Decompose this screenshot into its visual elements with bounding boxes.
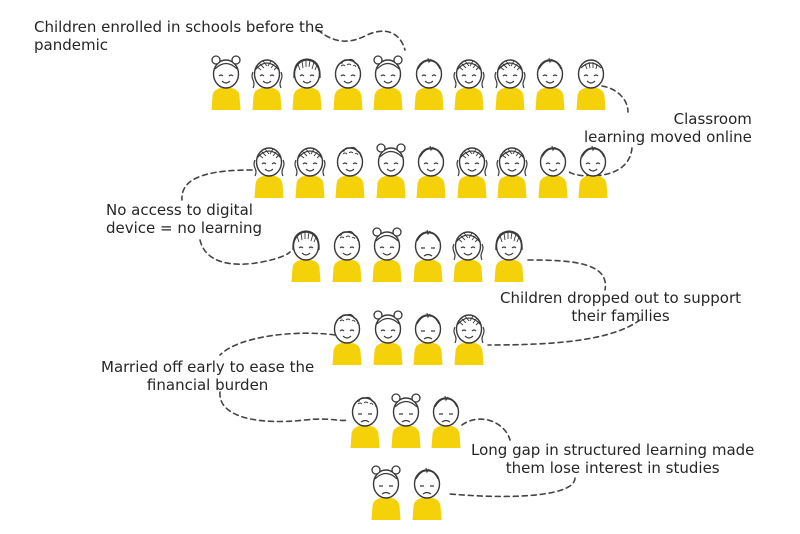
child-figure	[330, 52, 366, 110]
dashed-connector	[527, 259, 607, 291]
child-figure	[332, 140, 368, 198]
child-figure	[573, 52, 609, 110]
child-figure	[451, 307, 487, 365]
dashed-connector	[461, 418, 511, 441]
child-figure	[208, 52, 244, 110]
child-figure	[575, 140, 611, 198]
dashed-connector	[601, 85, 629, 113]
child-figure	[535, 140, 571, 198]
child-figure	[411, 52, 447, 110]
dashed-connector	[219, 332, 336, 356]
dashed-connector	[449, 477, 576, 498]
child-figure	[388, 390, 424, 448]
child-figure	[413, 140, 449, 198]
child-figure	[369, 224, 405, 282]
child-figure	[373, 140, 409, 198]
child-figure	[532, 52, 568, 110]
label-married: Married off early to ease the financial …	[101, 358, 315, 394]
child-figure	[249, 52, 285, 110]
child-figure	[492, 52, 528, 110]
child-figure	[428, 390, 464, 448]
child-figure	[409, 462, 445, 520]
child-figure	[450, 224, 486, 282]
label-no-device: No access to digital device = no learnin…	[106, 201, 263, 237]
label-enrolled: Children enrolled in schools before the …	[34, 18, 324, 54]
label-dropped-out: Children dropped out to support their fa…	[500, 289, 742, 325]
dashed-connector	[487, 319, 641, 346]
child-figure	[410, 307, 446, 365]
child-figure	[491, 224, 527, 282]
child-figure	[370, 307, 406, 365]
child-figure	[251, 140, 287, 198]
child-figure	[410, 224, 446, 282]
child-figure	[454, 140, 490, 198]
child-figure	[347, 390, 383, 448]
child-figure	[329, 224, 365, 282]
child-figure	[288, 224, 324, 282]
dashed-connector	[219, 391, 349, 423]
label-online: Classroom learning moved online	[584, 110, 752, 146]
child-figure	[289, 52, 325, 110]
dashed-connector	[181, 169, 253, 201]
child-figure	[494, 140, 530, 198]
dashed-connector	[199, 239, 291, 265]
child-figure	[329, 307, 365, 365]
label-long-gap: Long gap in structured learning made the…	[471, 441, 755, 477]
child-figure	[451, 52, 487, 110]
child-figure	[370, 52, 406, 110]
child-figure	[368, 462, 404, 520]
child-figure	[292, 140, 328, 198]
dashed-connector	[317, 29, 406, 51]
